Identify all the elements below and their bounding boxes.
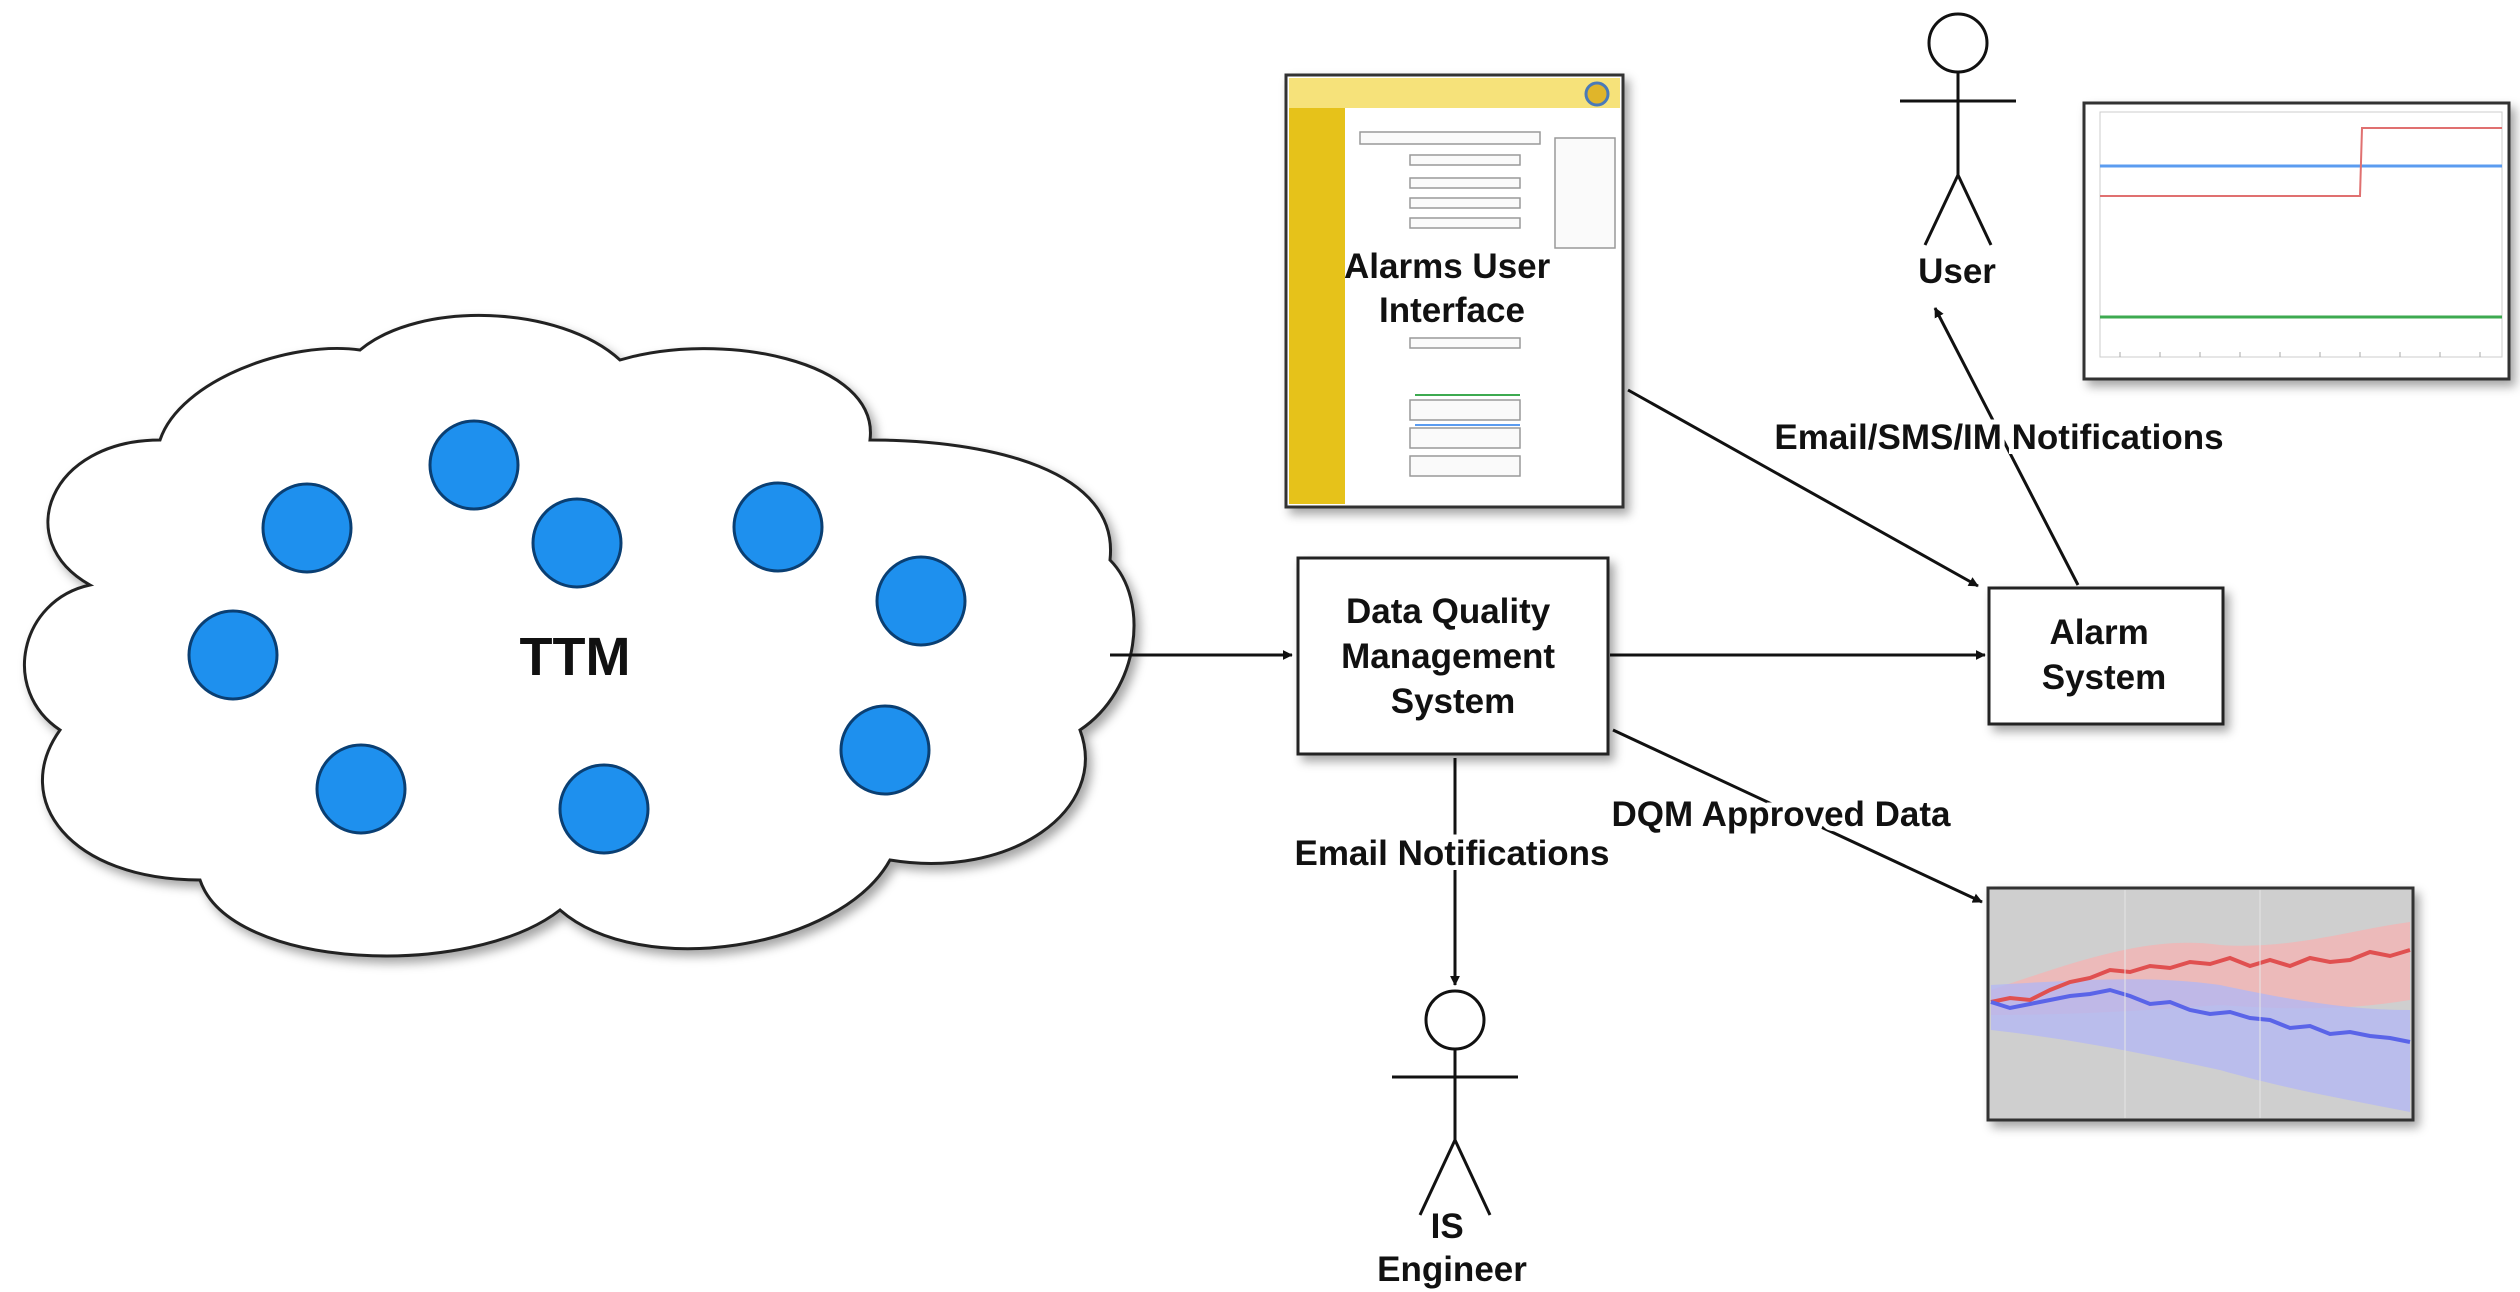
dqm-label-line: System (1391, 682, 1516, 721)
email-notifications-label: Email Notifications (1294, 834, 1609, 873)
dqm-label-line: Data Quality (1346, 592, 1551, 631)
ui-header-strip (1289, 78, 1620, 108)
ttm-node (839, 704, 931, 796)
alarm-label-line: System (2042, 658, 2167, 697)
user-label: User (1918, 252, 1996, 291)
monitor-plot-area (2099, 111, 2503, 358)
ttm-node (261, 482, 353, 574)
arrow-alarm-to-user (1933, 307, 2080, 586)
engineer-label-line: Engineer (1377, 1250, 1527, 1289)
ttm-cloud: TTM (23, 313, 1136, 958)
engineer-label: IS Engineer (1377, 1207, 1527, 1289)
alarm-system-box: Alarm System (1987, 586, 2225, 726)
ttm-node (428, 419, 520, 511)
arrow-dqm-to-chart (1612, 728, 1983, 904)
alarm-label: Alarm System (2042, 613, 2167, 697)
red-series (1990, 948, 2411, 1004)
arrow-ui-to-alarm (1627, 388, 1979, 588)
ttm-node (315, 743, 407, 835)
alarm-monitor-chart (2082, 101, 2511, 381)
blue-band (1991, 979, 2410, 1112)
ui-logo-icon (1584, 81, 1610, 107)
monitor-x-ticks (2119, 352, 2481, 357)
user-head (1927, 12, 1989, 74)
alarms-ui-label: Alarms User Interface (1344, 247, 1560, 330)
engineer-actor (1392, 989, 1518, 1216)
dqm-label-line: Management (1341, 637, 1555, 676)
ttm-label: TTM (520, 627, 631, 687)
dqm-approved-label: DQM Approved Data (1611, 795, 1951, 834)
ttm-nodes (187, 419, 967, 855)
cloud-shape (23, 313, 1136, 958)
alarms-ui-label-line: Alarms User (1344, 247, 1551, 286)
email-sms-im-label: Email/SMS/IM Notifications (1774, 418, 2223, 457)
ttm-node (531, 497, 623, 589)
dqm-system-box: Data Quality Management System (1296, 556, 1610, 756)
dqm-data-chart (1986, 886, 2415, 1122)
alarms-ui-label-line: Interface (1379, 291, 1525, 330)
alarm-label-line: Alarm (2050, 613, 2149, 652)
user-actor (1900, 12, 2016, 246)
ui-sidebar (1289, 108, 1345, 504)
engineer-label-line: IS (1431, 1207, 1464, 1246)
connectors (1110, 307, 2080, 986)
dqm-label: Data Quality Management System (1341, 592, 1565, 721)
engineer-head (1424, 989, 1486, 1051)
alarms-ui-thumbnail: Alarms User Interface (1284, 73, 1625, 509)
ttm-node (732, 481, 824, 573)
ui-form-fields (1359, 131, 1616, 477)
ttm-node (875, 555, 967, 647)
monitor-red-series (2100, 127, 2502, 197)
ttm-node (558, 763, 650, 855)
ttm-node (187, 609, 279, 701)
blue-series (1990, 987, 2411, 1044)
